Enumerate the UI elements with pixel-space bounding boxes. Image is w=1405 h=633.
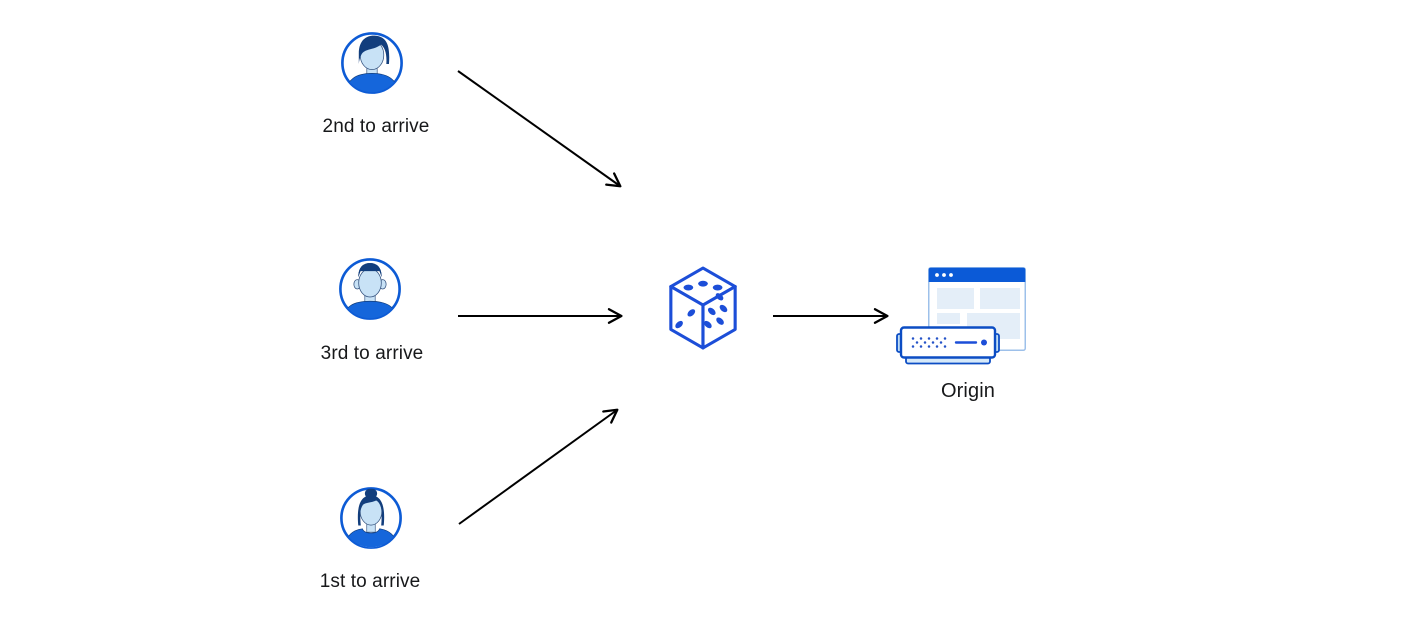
arrow-client-bottom-to-dice [458,408,619,525]
client-middle-label: 3rd to arrive [320,343,424,364]
steering-dice-node [665,263,741,353]
man-short-hair-avatar-icon [337,256,403,322]
client-top-node [339,30,405,96]
woman-bun-hair-avatar-icon [338,485,404,551]
client-middle-node [337,256,403,322]
origin-label: Origin [941,380,995,402]
origin-server-icon [896,326,1000,371]
dice-icon [665,263,741,353]
arrow-client-top-to-dice [457,70,622,188]
man-swoop-hair-avatar-icon [339,30,405,96]
client-top-label: 2nd to arrive [322,116,430,137]
client-bottom-label: 1st to arrive [319,571,421,592]
client-bottom-node [338,485,404,551]
